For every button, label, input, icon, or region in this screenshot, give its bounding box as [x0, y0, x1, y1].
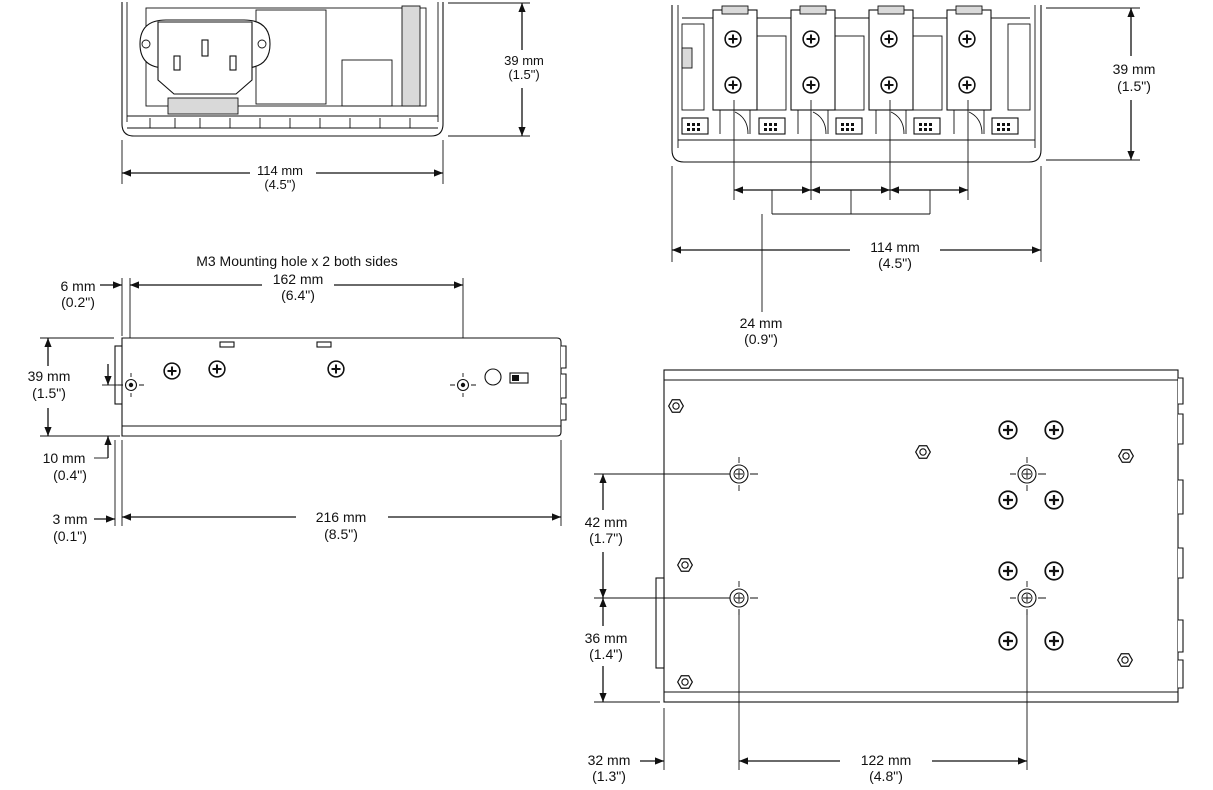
- rear-view: 24 mm (0.9") 114 mm (4.5") 39 mm (1.5"): [671, 5, 1156, 347]
- hole-spacing-in: (6.4"): [281, 287, 315, 303]
- rear-width-mm: 114 mm: [870, 239, 920, 255]
- bottom-spacing-b-mm: 36 mm: [585, 630, 628, 646]
- hole-offset-in: (0.2"): [61, 294, 95, 310]
- terminal-block-3: [868, 5, 914, 135]
- front-width-in: (4.5"): [264, 177, 295, 192]
- front-height-mm: 39 mm: [504, 53, 544, 68]
- terminal-block-2: [790, 5, 836, 135]
- hole-height-in: (0.4"): [53, 467, 87, 483]
- mounting-hole-left: [118, 373, 144, 397]
- rear-pitch-mm: 24 mm: [740, 315, 783, 331]
- side-height-in: (1.5"): [32, 385, 66, 401]
- rear-height-mm: 39 mm: [1113, 61, 1156, 77]
- bottom-spacing-b-in: (1.4"): [589, 646, 623, 662]
- hole-spacing-mm: 162 mm: [273, 271, 324, 287]
- flange-in: (0.1"): [53, 528, 87, 544]
- hole-height-mm: 10 mm: [43, 450, 86, 466]
- mounting-hole-right: [450, 373, 476, 397]
- mounting-hole-note: M3 Mounting hole x 2 both sides: [196, 253, 398, 269]
- rear-height-in: (1.5"): [1117, 78, 1151, 94]
- side-chassis: [121, 337, 562, 437]
- bottom-spacing-a-mm: 42 mm: [585, 514, 628, 530]
- bottom-chassis: [663, 369, 1179, 703]
- bottom-offset-in: (1.3"): [592, 768, 626, 784]
- bottom-mounting-hole-2: [1010, 457, 1046, 491]
- flange-mm: 3 mm: [53, 511, 88, 527]
- iec-inlet: [157, 21, 253, 95]
- side-length-in: (8.5"): [324, 526, 358, 542]
- led-hole: [484, 368, 502, 386]
- rear-pitch-in: (0.9"): [744, 331, 778, 347]
- bottom-view: 42 mm (1.7") 36 mm (1.4") 32 mm (1.3") 1…: [585, 369, 1184, 784]
- front-height-in: (1.5"): [508, 67, 539, 82]
- bottom-spacing-a-in: (1.7"): [589, 530, 623, 546]
- terminal-block-4: [946, 5, 992, 135]
- side-view: M3 Mounting hole x 2 both sides 162 mm (…: [28, 253, 567, 544]
- side-height-mm: 39 mm: [28, 368, 71, 384]
- hole-offset-mm: 6 mm: [61, 278, 96, 294]
- bottom-mounting-hole-3: [722, 581, 758, 615]
- rear-connectors: [681, 117, 1019, 135]
- bottom-span-in: (4.8"): [869, 768, 903, 784]
- side-length-mm: 216 mm: [316, 509, 367, 525]
- front-width-mm: 114 mm: [257, 163, 303, 178]
- bottom-span-mm: 122 mm: [861, 752, 912, 768]
- rear-width-in: (4.5"): [878, 255, 912, 271]
- front-view: 114 mm (4.5") 39 mm (1.5"): [121, 2, 544, 192]
- terminal-block-1: [712, 5, 758, 135]
- bottom-offset-mm: 32 mm: [588, 752, 631, 768]
- bottom-mounting-hole-4: [1010, 581, 1046, 615]
